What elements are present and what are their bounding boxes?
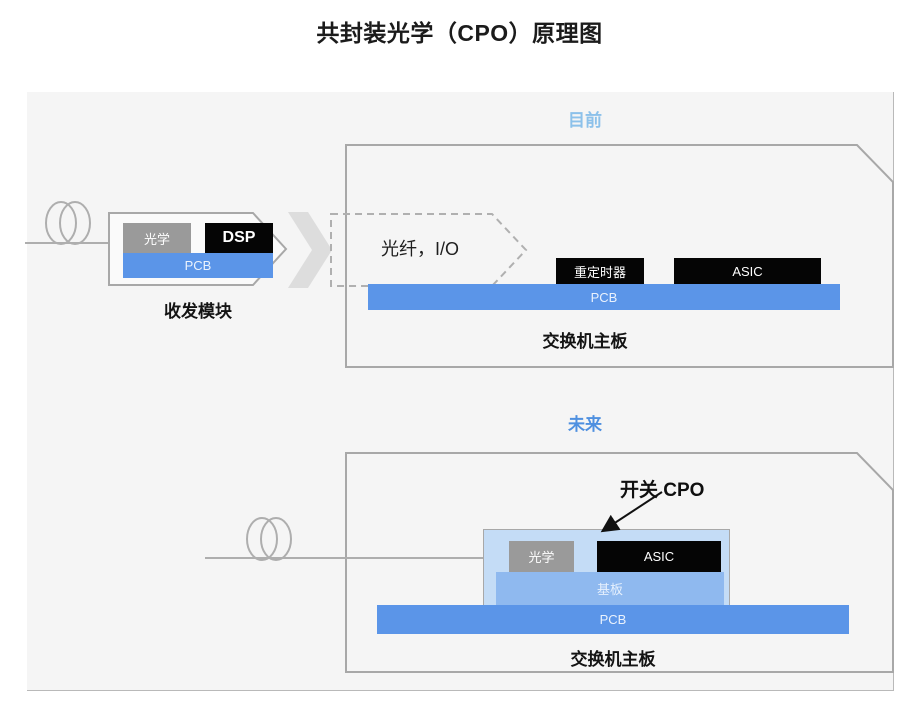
transceiver-caption-text: 收发模块	[164, 302, 232, 321]
page-title: 共封装光学（CPO）原理图	[316, 20, 603, 46]
cpo-substrate-block: 基板	[496, 572, 724, 605]
switch-board-caption-text-current: 交换机主板	[542, 332, 628, 351]
board-pcb-label-future: PCB	[599, 612, 627, 627]
switch-board-caption-current: 交换机主板	[480, 327, 690, 352]
cpo-optics-label: 光学	[528, 550, 555, 565]
transceiver-dsp-block: DSP	[205, 223, 273, 253]
section-label-current: 目前	[568, 111, 602, 130]
transceiver-pcb-label: PCB	[184, 258, 212, 273]
switch-board-caption-text-future: 交换机主板	[570, 650, 656, 669]
fiber-io-outline	[330, 213, 528, 287]
cpo-asic-label: ASIC	[643, 549, 675, 564]
diagram-panel	[27, 92, 894, 691]
cpo-asic-block: ASIC	[597, 541, 721, 572]
board-pcb-current: PCB	[368, 284, 840, 310]
retimer-label: 重定时器	[573, 264, 626, 280]
transceiver-pcb-block: PCB	[123, 253, 273, 278]
board-pcb-future: PCB	[377, 605, 849, 634]
fiber-io-label: 光纤，I/O	[380, 239, 459, 259]
fiber-line-future	[205, 557, 505, 559]
transceiver-dsp-label: DSP	[222, 229, 256, 246]
asic-label-current: ASIC	[732, 263, 763, 279]
fiber-coil-icon-future	[246, 517, 292, 561]
board-pcb-label-current: PCB	[590, 289, 618, 305]
switch-board-caption-future: 交换机主板	[508, 645, 718, 670]
asic-block-current: ASIC	[674, 258, 821, 284]
switch-board-outline-future	[345, 452, 894, 673]
retimer-block: 重定时器	[556, 258, 644, 284]
cpo-substrate-label: 基板	[596, 582, 623, 597]
chevron-right-icon	[288, 212, 332, 288]
arrow-down-left-icon	[600, 491, 663, 533]
section-label-future: 未来	[568, 415, 602, 434]
transceiver-optics-block: 光学	[123, 223, 191, 253]
cpo-optics-block: 光学	[509, 541, 574, 572]
switch-board-outline-current	[345, 144, 894, 368]
cpo-callout-label: 开关 CPO	[620, 480, 705, 501]
transceiver-optics-label: 光学	[143, 231, 170, 247]
transceiver-caption: 收发模块	[108, 297, 288, 322]
fiber-coil-icon	[45, 201, 91, 245]
